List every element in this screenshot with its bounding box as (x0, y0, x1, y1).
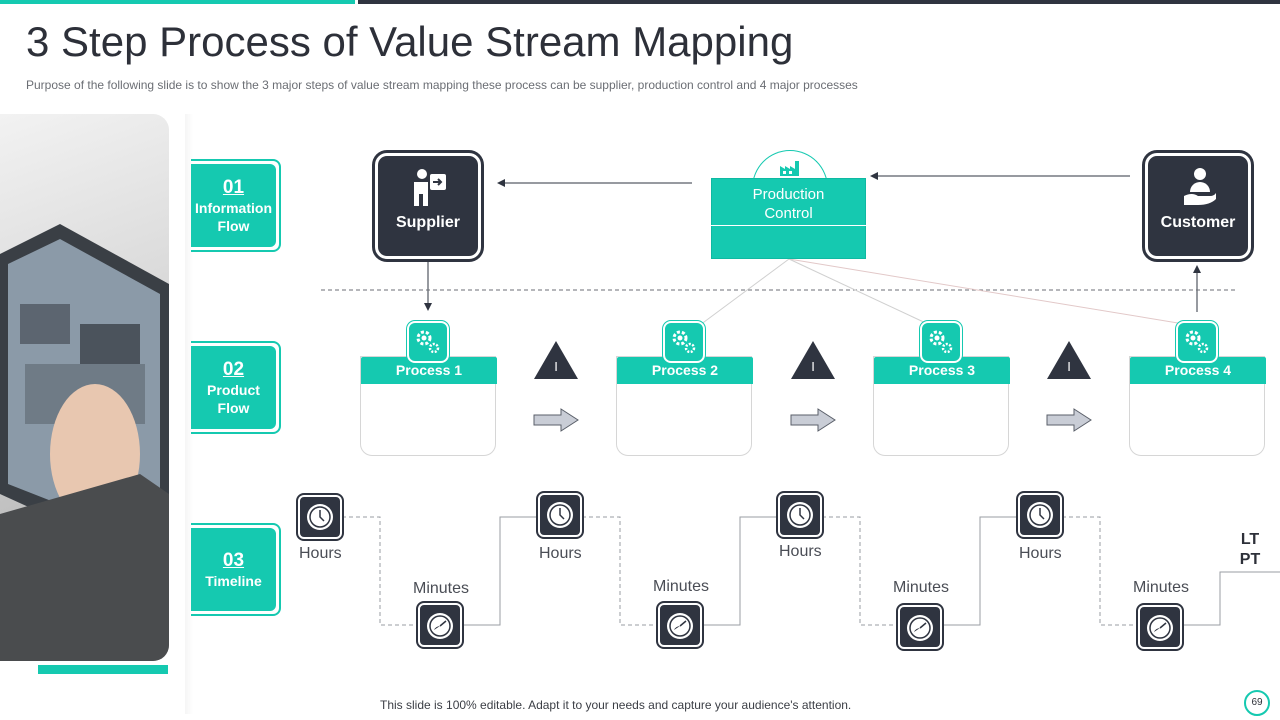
inventory-triangle-icon: I (790, 340, 836, 380)
clock-icon (298, 495, 342, 539)
push-arrow-icon (1046, 408, 1092, 432)
inventory-marker: I (1067, 359, 1071, 374)
inventory-triangle-icon: I (533, 340, 579, 380)
timeline-hours-label: Hours (1019, 545, 1062, 562)
process-card: Process 1 (360, 356, 497, 456)
push-arrow-icon (790, 408, 836, 432)
timeline-minutes-label: Minutes (413, 580, 470, 597)
step-number: 03 (222, 549, 245, 571)
timeline-minutes-label: Minutes (893, 579, 950, 596)
divider (185, 114, 193, 714)
inventory-marker: I (554, 359, 558, 374)
step-timeline: 03 Timeline (191, 523, 281, 616)
step-label: Flow (217, 399, 250, 416)
gears-icon (407, 321, 449, 363)
inventory-triangle-icon: I (1046, 340, 1092, 380)
step-product-flow: 02 Product Flow (191, 341, 281, 434)
top-dark-bar (358, 0, 1280, 4)
timeline-hours-label: Hours (299, 545, 342, 562)
hand-user-icon (1184, 168, 1216, 205)
step-number: 02 (222, 358, 245, 380)
clock-icon (778, 493, 822, 537)
factory-icon (780, 161, 799, 176)
supplier-label: Supplier (395, 214, 460, 231)
stopwatch-icon (658, 603, 702, 647)
timeline-hours-label: Hours (539, 545, 582, 562)
page-subtitle: Purpose of the following slide is to sho… (26, 78, 858, 92)
customer-label: Customer (1160, 214, 1236, 231)
step-label: Product (207, 381, 260, 398)
customer-box: Customer (1145, 153, 1251, 259)
process-label: Process 4 (1130, 357, 1266, 384)
process-card: Process 3 (873, 356, 1010, 456)
supplier-box: Supplier (375, 153, 481, 259)
step-number: 01 (222, 176, 245, 198)
production-control-line1: Production (752, 186, 825, 203)
production-control-box (711, 178, 866, 259)
presenter-icon (414, 169, 446, 206)
clock-icon (1018, 493, 1062, 537)
pt-label: PT (1239, 551, 1261, 568)
step-information-flow: 01 Information Flow (191, 159, 281, 252)
lt-label: LT (1240, 531, 1260, 548)
timeline-hours-label: Hours (779, 543, 822, 560)
top-accent-bar (0, 0, 355, 4)
gears-icon (920, 321, 962, 363)
inventory-marker: I (811, 359, 815, 374)
process-card: Process 2 (616, 356, 753, 456)
step-label: Information (195, 199, 272, 216)
footer-note: This slide is 100% editable. Adapt it to… (380, 698, 852, 712)
page-title: 3 Step Process of Value Stream Mapping (26, 18, 794, 65)
step-label: Flow (217, 217, 250, 234)
push-arrow-icon (533, 408, 579, 432)
photo-accent-bar (38, 665, 168, 674)
stopwatch-icon (418, 603, 462, 647)
tablet-photo (0, 114, 169, 661)
clock-icon (538, 493, 582, 537)
production-control-line2: Control (764, 205, 813, 222)
page-number: 69 (1244, 690, 1270, 716)
gears-icon (1176, 321, 1218, 363)
timeline-minutes-label: Minutes (1133, 579, 1190, 596)
lead-time-process-time-label: LT PT (1230, 530, 1270, 570)
stopwatch-icon (898, 605, 942, 649)
gears-icon (663, 321, 705, 363)
step-label: Timeline (205, 572, 262, 589)
process-card: Process 4 (1129, 356, 1266, 456)
production-control-label: Production Control (711, 185, 866, 223)
stopwatch-icon (1138, 605, 1182, 649)
production-control-divider (711, 225, 866, 226)
timeline-minutes-label: Minutes (653, 578, 710, 595)
